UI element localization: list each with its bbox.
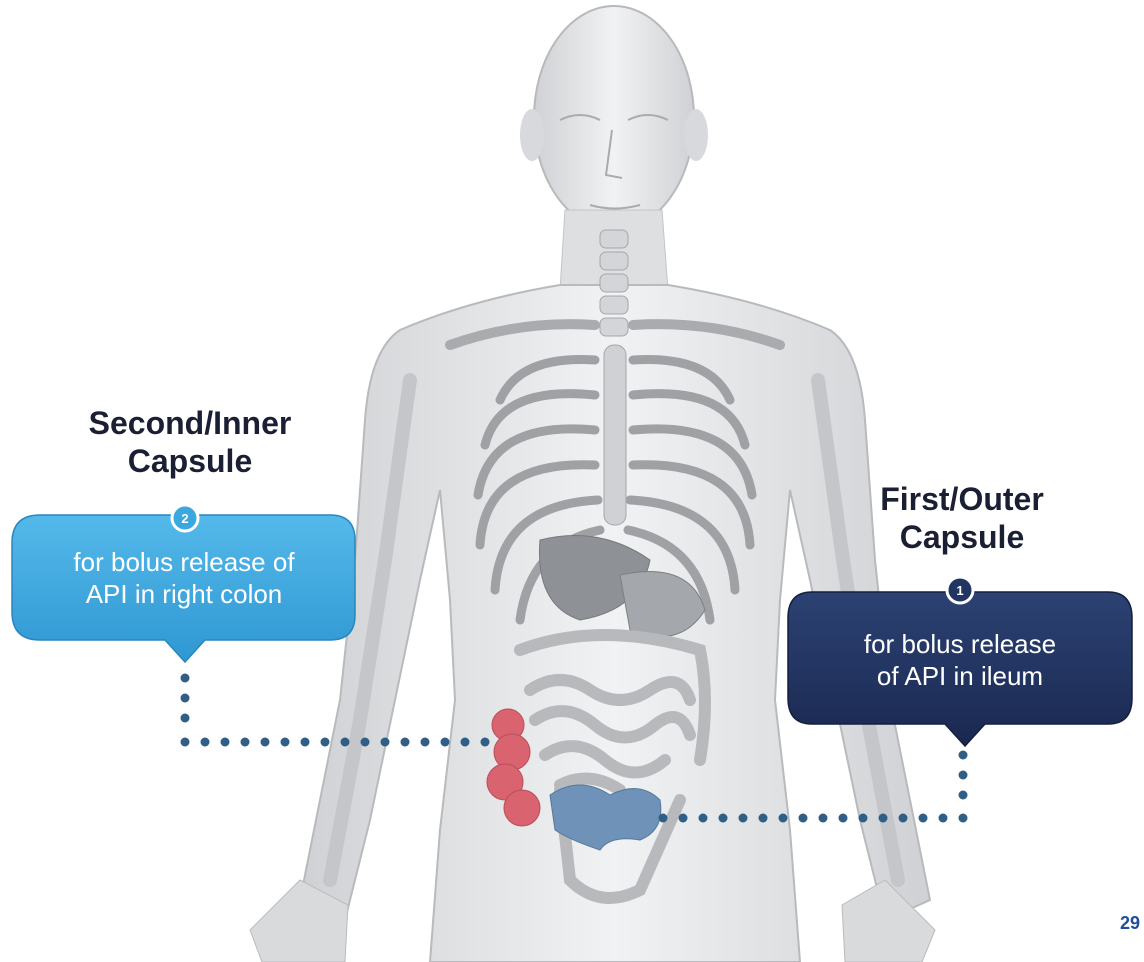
- callout-text-1: for bolus release of API in ileum: [798, 628, 1122, 692]
- spine: [600, 230, 628, 336]
- number-badge-2-label: 2: [181, 511, 188, 526]
- sternum: [604, 345, 626, 525]
- number-badge-2: 2: [172, 505, 198, 531]
- number-badge-1-label: 1: [956, 583, 963, 598]
- callout-heading-1: First/Outer Capsule: [812, 480, 1112, 556]
- callout-heading-2: Second/Inner Capsule: [40, 404, 340, 480]
- callout-text-2: for bolus release of API in right colon: [22, 546, 346, 610]
- number-badge-1: 1: [947, 577, 973, 603]
- page-number: 29: [1120, 913, 1144, 934]
